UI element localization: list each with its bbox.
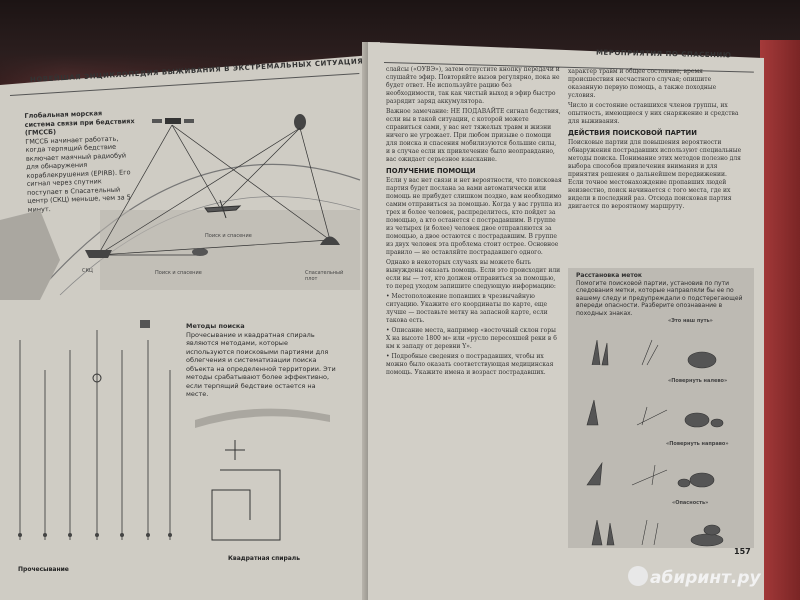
stone-right-marker-icon [677, 472, 715, 488]
grass-danger-marker-icon [591, 519, 615, 546]
right-column-2: характер травм и общее состояние; время … [568, 68, 744, 213]
stick-left-marker-icon [636, 406, 668, 426]
bullet-2: • Описание места, например «восточный ск… [386, 327, 557, 350]
watermark-logo-icon [628, 566, 648, 586]
watermark-text: абиринт.ру [650, 568, 761, 588]
satellite-icon [294, 114, 306, 130]
stick-marker-icon [641, 339, 659, 366]
marker-label-this-way: «Это наш путь» [668, 318, 713, 324]
grass-left-marker-icon [586, 399, 599, 426]
search-methods-diagram [18, 320, 330, 541]
ship-icon [85, 250, 112, 258]
combing-label: Прочесывание [18, 566, 69, 573]
label-skc: СКЦ [82, 268, 93, 274]
airplane-icon [204, 199, 242, 219]
left-page [0, 55, 372, 600]
target-icon [140, 320, 150, 328]
satellite-icon [152, 118, 194, 124]
stick-danger-marker-icon [641, 519, 659, 546]
book-cover-edge [760, 40, 800, 600]
markers-panel [568, 268, 754, 548]
stone-left-marker-icon [684, 412, 724, 428]
trail-markers-illustrations [586, 339, 724, 547]
bullet-1: • Местоположение попавших в чрезвычайную… [386, 293, 548, 324]
label-search-rescue-heli: Поиск и спасение [155, 270, 202, 276]
helicopter-icon [192, 248, 208, 256]
marker-label-turn-left: «Повернуть налево» [668, 378, 728, 384]
right-column-1: слайсы («ОУВЭ»), затем отпустите кнопку … [386, 66, 562, 379]
stone-danger-marker-icon [690, 524, 724, 547]
markers-text: Помогите поисковой партии, установив по … [576, 279, 743, 317]
col2-body: Поисковые партии для повышения вероятнос… [568, 139, 742, 210]
col1-intro: слайсы («ОУВЭ»), затем отпустите кнопку … [386, 66, 560, 105]
stone-marker-icon [687, 351, 717, 369]
methods-caption: Методы поиска Прочесывание и квадратная … [186, 322, 336, 399]
label-search-rescue-air: Поиск и спасение [205, 233, 252, 239]
label-life-raft: Спасательный плот [305, 270, 344, 282]
col1-body: Если у вас нет связи и нет вероятности, … [386, 177, 562, 256]
marker-label-danger: «Опасность» [672, 500, 709, 506]
spiral-label: Квадратная спираль [228, 555, 300, 562]
marker-label-turn-right: «Повернуть направо» [666, 441, 729, 447]
bullet-3: • Подробные сведения о пострадавших, что… [386, 353, 554, 376]
grass-marker-icon [591, 339, 609, 366]
page-number: 157 [734, 547, 751, 556]
col2-top: характер травм и общее состояние; время … [568, 68, 717, 99]
col1-heading: ПОЛУЧЕНИЕ ПОМОЩИ [386, 167, 476, 175]
methods-title: Методы поиска [186, 322, 245, 330]
life-raft-icon [320, 236, 340, 245]
gmdss-diagram [0, 114, 361, 300]
markers-title: Расстановка меток [576, 272, 643, 279]
methods-text: Прочесывание и квадратная спираль являют… [186, 330, 336, 399]
col2-top2: Число и состояние оставшихся членов груп… [568, 102, 739, 125]
stick-right-marker-icon [631, 464, 668, 486]
col1-body2: Однако в некоторых случаях вы можете быт… [386, 259, 561, 290]
col2-heading: ДЕЙСТВИЯ ПОИСКОВОЙ ПАРТИИ [568, 129, 697, 137]
searcher-marks [18, 533, 172, 537]
markers-caption: Расстановка меток Помогите поисковой пар… [576, 272, 746, 317]
col1-note: Важное замечание: НЕ ПОДАВАЙТЕ сигнал бе… [386, 108, 561, 163]
grass-right-marker-icon [586, 461, 603, 486]
